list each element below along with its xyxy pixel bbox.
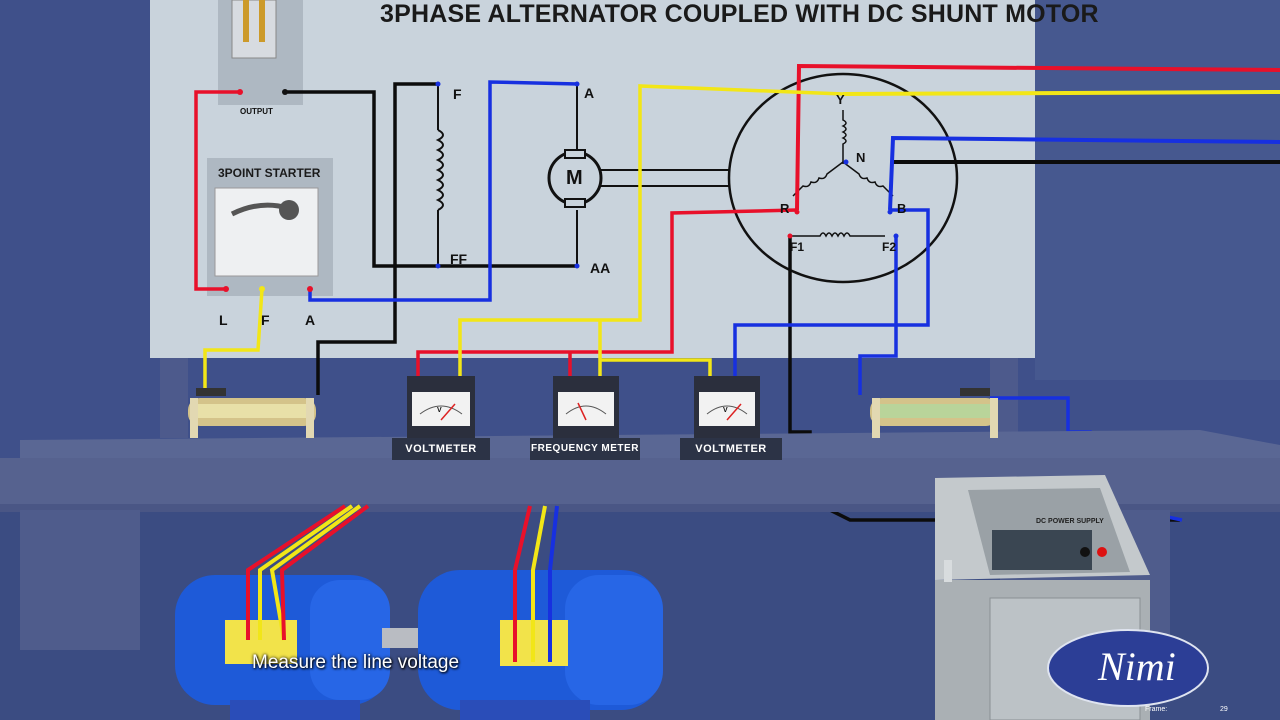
voltmeter-1 <box>407 376 475 438</box>
starter-title: 3POINT STARTER <box>218 166 321 180</box>
alt-field-terminal-f2: F2 <box>882 240 897 254</box>
frame-label: Frame: <box>1145 706 1168 713</box>
nimi-logo: Nimi <box>1098 644 1176 689</box>
frequency-meter-plate: FREQUENCY METER <box>530 438 640 460</box>
phase-y-label: Y <box>836 92 845 107</box>
rheostat-left <box>188 388 316 438</box>
alt-field-terminal-f1: F1 <box>790 240 805 254</box>
frame-value: 29 <box>1220 706 1228 713</box>
caption-subtitle: Measure the line voltage <box>252 652 460 673</box>
starter-terminal-f: F <box>261 312 270 328</box>
voltmeter-2 <box>694 376 760 438</box>
motor-field-terminal-ff: FF <box>450 251 468 267</box>
voltmeter-1-unit: V <box>437 407 442 414</box>
alternator-unit <box>418 570 663 720</box>
phase-r-label: R <box>780 201 790 216</box>
neutral-label: N <box>856 150 866 165</box>
voltmeter-2-unit: V <box>723 407 728 414</box>
motor-field-terminal-f: F <box>453 86 462 102</box>
motor-symbol: M <box>566 167 583 189</box>
dc-power-supply <box>935 475 1150 720</box>
diagram-title: 3PHASE ALTERNATOR COUPLED WITH DC SHUNT … <box>380 0 1099 28</box>
voltmeter-2-plate: VOLTMETER <box>680 438 782 460</box>
frequency-meter <box>553 376 619 438</box>
voltmeter-1-plate: VOLTMETER <box>392 438 490 460</box>
starter-terminal-a: A <box>305 312 316 328</box>
logo-badge <box>1047 629 1209 707</box>
motor-armature-terminal-a: A <box>584 85 595 101</box>
rheostat-right <box>870 388 998 438</box>
starter-terminal-l: L <box>219 312 228 328</box>
power-supply-label: DC POWER SUPPLY <box>1036 518 1104 525</box>
output-label: OUTPUT <box>240 107 273 116</box>
phase-b-label: B <box>897 201 907 216</box>
motor-armature-terminal-aa: AA <box>590 260 611 276</box>
